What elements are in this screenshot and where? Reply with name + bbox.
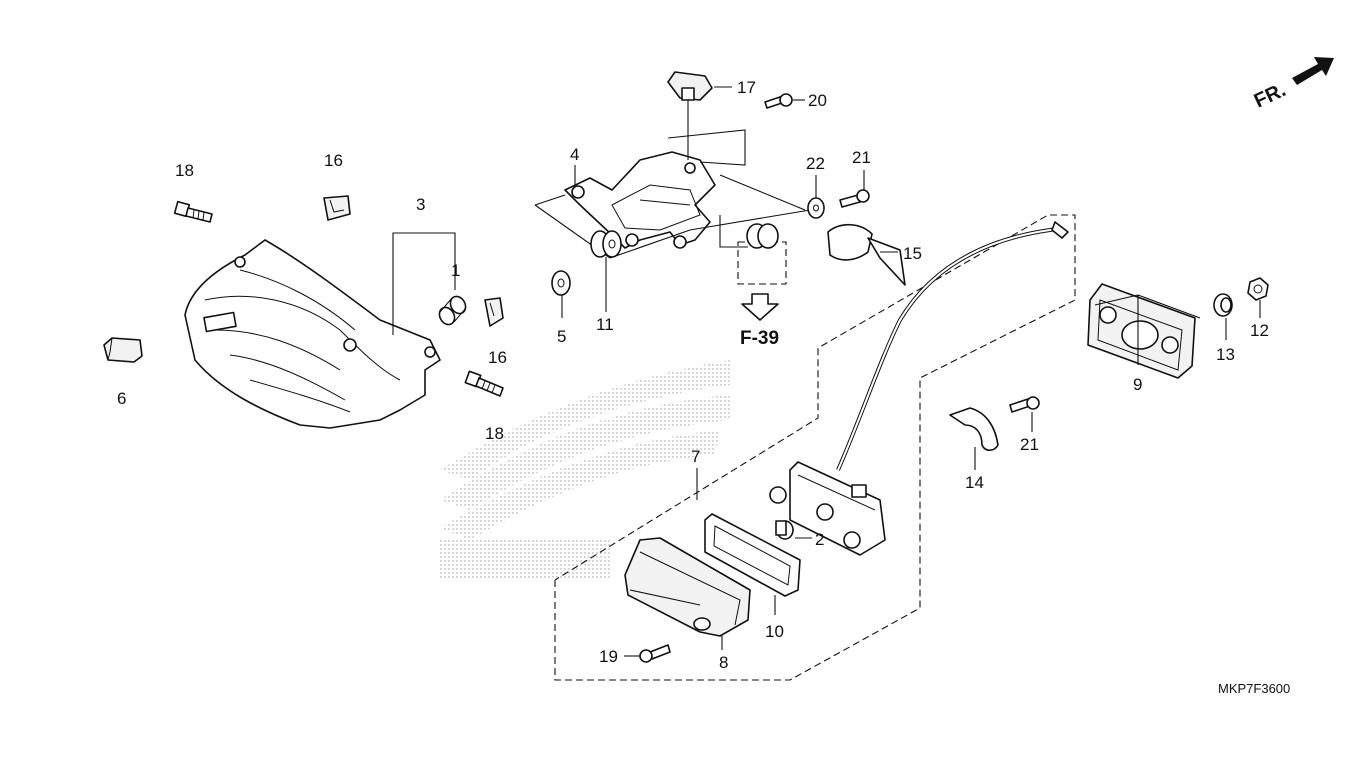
diagram-code: MKP7F3600 bbox=[1218, 681, 1290, 696]
label-part-13: 13 bbox=[1216, 345, 1235, 364]
label-part-8: 8 bbox=[719, 653, 728, 672]
watermark-logo bbox=[440, 360, 730, 578]
label-part-9: 9 bbox=[1133, 375, 1142, 394]
label-part-4: 4 bbox=[570, 145, 579, 164]
direction-label: FR. bbox=[1251, 79, 1289, 113]
group-7-outline bbox=[554, 214, 1076, 681]
part-5-washer bbox=[551, 270, 571, 318]
label-part-7: 7 bbox=[691, 447, 700, 466]
part-14-clamp bbox=[949, 407, 999, 470]
part-12-nut bbox=[1247, 277, 1269, 318]
section-ref: F-39 bbox=[740, 328, 779, 349]
part-6-reflector bbox=[103, 337, 143, 363]
label-part-19: 19 bbox=[599, 647, 618, 666]
part-21-screw-lower bbox=[1009, 396, 1040, 432]
part-20-screw bbox=[764, 93, 805, 109]
part-17-connector bbox=[667, 71, 732, 160]
part-10-gasket bbox=[704, 513, 801, 615]
label-part-5: 5 bbox=[557, 327, 566, 346]
label-part-14: 14 bbox=[965, 473, 984, 492]
label-part-12: 12 bbox=[1250, 321, 1269, 340]
label-part-2: 2 bbox=[815, 530, 824, 549]
ref-callout-box bbox=[737, 223, 787, 321]
part-9-plate-base bbox=[1087, 283, 1201, 379]
part-19-screw bbox=[624, 644, 671, 663]
part-18-bolt-lower bbox=[464, 370, 504, 397]
label-part-17: 17 bbox=[737, 78, 756, 97]
group-3-leader bbox=[392, 232, 456, 335]
label-part-10: 10 bbox=[765, 622, 784, 641]
direction-arrow-icon: FR. bbox=[1251, 57, 1334, 113]
label-part-18-lower: 18 bbox=[485, 424, 504, 443]
label-part-16-upper: 16 bbox=[324, 151, 343, 170]
part-13-collar bbox=[1213, 293, 1233, 340]
part-11-grommet bbox=[590, 230, 622, 312]
label-part-1: 1 bbox=[451, 261, 460, 280]
part-18-bolt-upper bbox=[173, 200, 213, 223]
tail-light-assembly bbox=[184, 239, 441, 429]
label-part-22: 22 bbox=[806, 154, 825, 173]
label-part-18-upper: 18 bbox=[175, 161, 194, 180]
part-1-grommet bbox=[438, 295, 467, 326]
label-part-16-lower: 16 bbox=[488, 348, 507, 367]
part-15-band bbox=[827, 223, 906, 286]
label-part-15: 15 bbox=[903, 244, 922, 263]
part-8-lens bbox=[624, 537, 751, 650]
label-part-11: 11 bbox=[596, 315, 614, 334]
part-7-license-light bbox=[696, 221, 1069, 556]
part-16-clip-lower bbox=[484, 297, 504, 327]
part-22-washer bbox=[807, 175, 825, 219]
part-2-bulb bbox=[775, 520, 812, 540]
label-part-20: 20 bbox=[808, 91, 827, 110]
label-part-21-lower: 21 bbox=[1020, 435, 1039, 454]
part-4-bracket bbox=[564, 151, 716, 249]
label-part-21-upper: 21 bbox=[852, 148, 871, 167]
part-21-screw-upper bbox=[839, 170, 870, 208]
label-part-3: 3 bbox=[416, 195, 425, 214]
part-16-clip-upper bbox=[323, 195, 351, 221]
label-part-6: 6 bbox=[117, 389, 126, 408]
